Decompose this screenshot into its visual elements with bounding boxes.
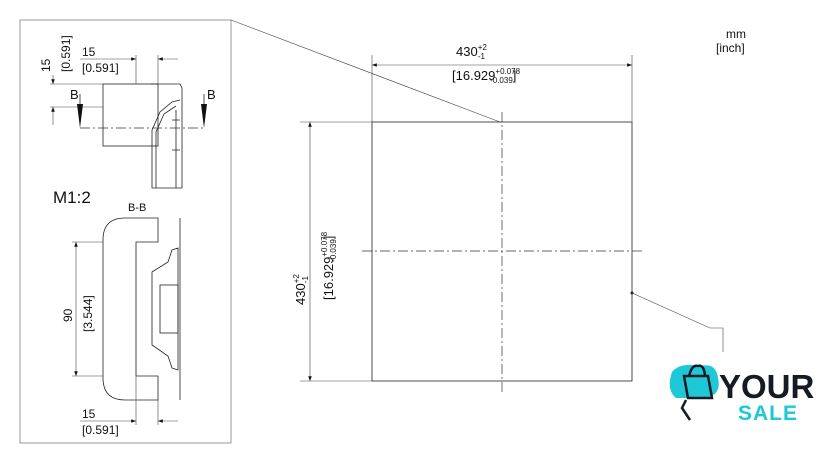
width-dimension: 430+2-1 [16.929+0.078-0.039] [452, 43, 521, 85]
height-dimension: 430+2-1 [16.929+0.078-0.039] [292, 231, 338, 305]
unit-inch: [inch] [716, 41, 745, 55]
logo-your: YOUR [719, 368, 815, 405]
svg-text:[16.929+0.078-0.039]: [16.929+0.078-0.039] [452, 67, 521, 85]
section-marker-right: B [207, 87, 216, 102]
your-sale-logo: YOUR SALE [669, 364, 815, 425]
svg-text:430+2-1: 430+2-1 [456, 43, 487, 61]
section-label: B-B [128, 202, 146, 214]
dim-height-inch: [3.544] [81, 295, 95, 332]
logo-sale: SALE [738, 402, 798, 425]
section-bb: 90 [3.544] 15 [0.591] [61, 217, 181, 437]
top-detail: B B 15 [0.591] 15 [0.591] [39, 35, 216, 189]
svg-text:430+2-1: 430+2-1 [292, 274, 310, 305]
dim-top-horizontal-mm: 15 [82, 45, 96, 59]
main-view: 430+2-1 [16.929+0.078-0.039] 430+2-1 [16… [292, 43, 724, 392]
dim-bottom-mm: 15 [82, 407, 96, 421]
scale-label: M1:2 [53, 188, 91, 207]
dim-top-vertical-inch: [0.591] [59, 35, 73, 72]
dim-top-vertical-mm: 15 [39, 58, 53, 72]
dim-top-horizontal-inch: [0.591] [82, 61, 119, 75]
dim-height-mm: 90 [61, 308, 75, 322]
detail-view: B B 15 [0.591] 15 [0.591] M1:2 B-B 90 [3… [19, 19, 501, 444]
section-marker-left: B [70, 87, 79, 102]
dim-bottom-inch: [0.591] [82, 423, 119, 437]
unit-mm: mm [726, 27, 746, 41]
svg-text:[16.929+0.078-0.039]: [16.929+0.078-0.039] [320, 231, 338, 300]
